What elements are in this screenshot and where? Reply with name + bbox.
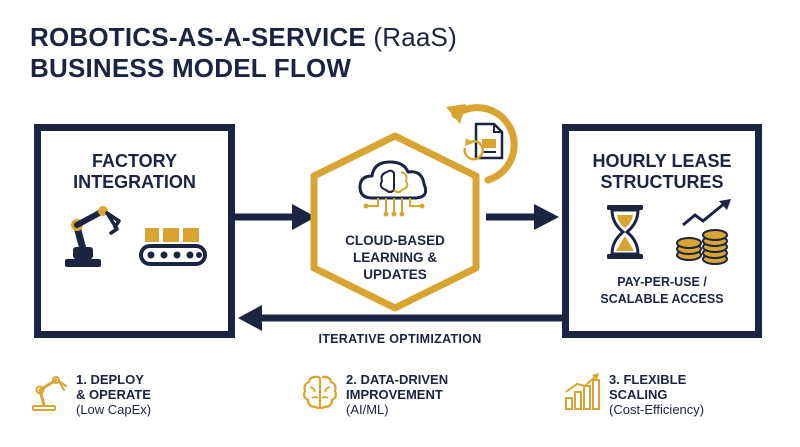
cloud-learning-label: CLOUD-BASED LEARNING & UPDATES [310, 232, 480, 283]
step2-sub: (AI/ML) [346, 402, 389, 417]
document-update-icon [463, 122, 504, 161]
cycle-arrow-icon [446, 104, 518, 184]
lease-title-line1: HOURLY LEASE [592, 151, 732, 171]
step3-title-line2: SCALING [609, 387, 668, 402]
step1-title-line1: 1. DEPLOY [76, 372, 144, 387]
conveyor-belt-icon [139, 228, 207, 266]
factory-integration-title: FACTORY INTEGRATION [41, 151, 228, 193]
title-line1-main: ROBOTICS-AS-A-SERVICE [30, 22, 374, 52]
feedback-arrow-head [238, 305, 262, 331]
factory-title-line1: FACTORY [91, 151, 177, 171]
step1-sub: (Low CapEx) [76, 402, 152, 417]
center-label-line2: LEARNING & [353, 250, 437, 265]
title-line1-suffix: (RaaS) [373, 22, 457, 52]
hourly-lease-box: HOURLY LEASE STRUCTURES PAY-PER-USE / SC… [562, 124, 762, 338]
step1-title-line2: & OPERATE [76, 387, 151, 402]
growth-chart-icon [565, 373, 600, 410]
step2-title-line2: IMPROVEMENT [346, 387, 443, 402]
factory-title-line2: INTEGRATION [73, 172, 196, 192]
robot-arm-icon [32, 376, 67, 411]
lease-title-line2: STRUCTURES [600, 172, 724, 192]
center-label-line3: UPDATES [363, 267, 427, 282]
step-deploy-operate: 1. DEPLOY & OPERATE (Low CapEx) [30, 370, 230, 420]
cloud-brain-icon [358, 160, 428, 217]
title-line2: BUSINESS MODEL FLOW [30, 53, 352, 83]
lease-sub-line2: SCALABLE ACCESS [600, 292, 724, 306]
step2-title-line1: 2. DATA-DRIVEN [346, 372, 449, 387]
hourglass-icon [607, 205, 643, 259]
coins-growth-icon [676, 199, 731, 265]
iterative-optimization-label: ITERATIVE OPTIMIZATION [318, 332, 482, 346]
pay-per-use-label: PAY-PER-USE / SCALABLE ACCESS [569, 274, 755, 308]
lease-sub-line1: PAY-PER-USE / [617, 275, 707, 289]
step3-sub: (Cost-Efficiency) [609, 402, 705, 417]
brain-icon [302, 375, 338, 410]
step-data-driven: 2. DATA-DRIVEN IMPROVEMENT (AI/ML) [300, 370, 530, 420]
page-title: ROBOTICS-AS-A-SERVICE (RaaS) BUSINESS MO… [30, 22, 457, 84]
arrow-to-center-head [292, 204, 316, 230]
center-hexagon [310, 132, 480, 312]
center-label-line1: CLOUD-BASED [345, 233, 445, 248]
step-flexible-scaling: 3. FLEXIBLE SCALING (Cost-Efficiency) [563, 370, 793, 420]
step3-title-line1: 3. FLEXIBLE [609, 372, 687, 387]
robot-arm-icon [65, 206, 121, 267]
arrow-to-right-head [534, 204, 559, 230]
hourly-lease-title: HOURLY LEASE STRUCTURES [569, 151, 755, 193]
factory-integration-box: FACTORY INTEGRATION [34, 124, 235, 338]
